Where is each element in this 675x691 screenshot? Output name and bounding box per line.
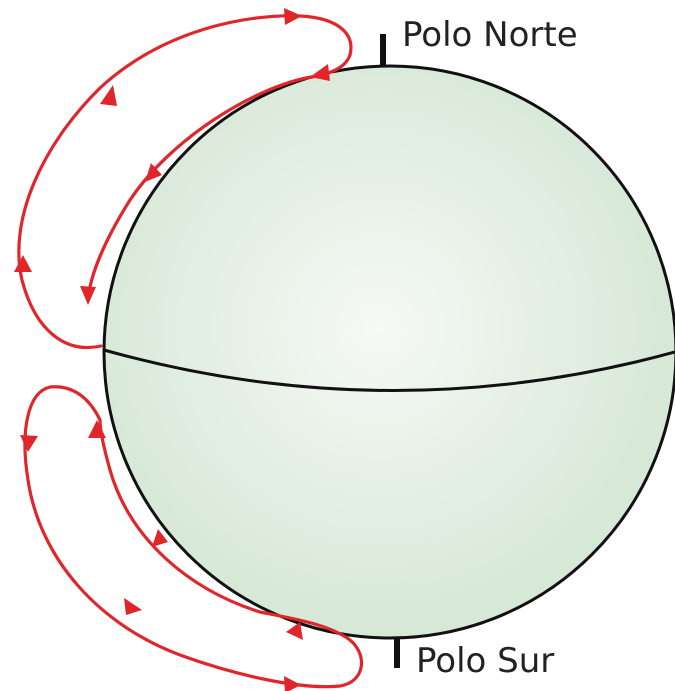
red-arrowhead-icon [20, 435, 38, 452]
north-pole-label: Polo Norte [402, 15, 578, 55]
red-arrowhead-icon [88, 420, 106, 438]
red-arrowhead-icon [100, 85, 117, 106]
red-arrowhead-icon [284, 8, 302, 25]
red-arrowhead-icon [14, 255, 32, 272]
red-arrowhead-icon [124, 598, 142, 615]
red-arrowhead-icon [80, 286, 96, 305]
earth-sphere [104, 66, 675, 638]
south-pole-label: Polo Sur [416, 641, 554, 681]
